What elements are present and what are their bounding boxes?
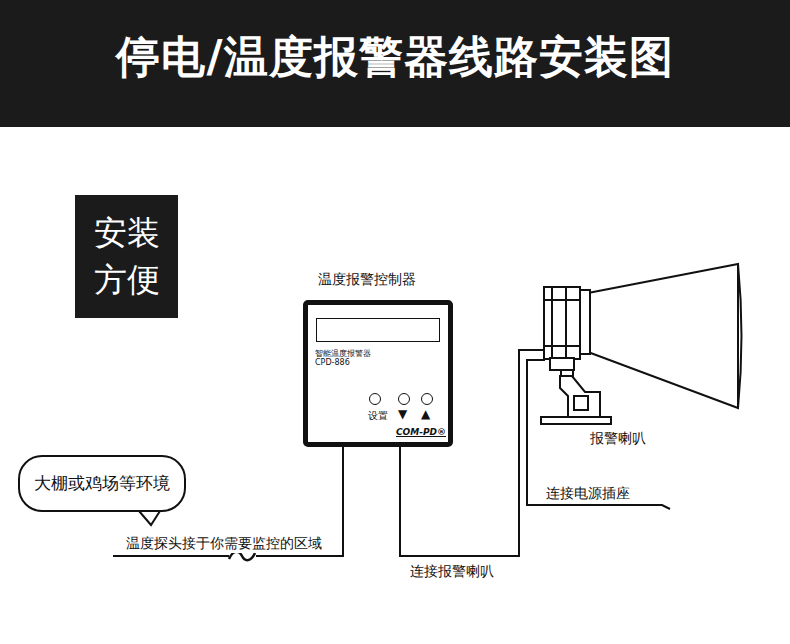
probe-wire	[113, 555, 229, 557]
controller-box: 温度报警控制器智能温度报警器CPD-886设置▼▲COM-PD®	[303, 300, 453, 447]
node-text: 报警喇叭	[590, 430, 646, 448]
environment-bubble: 大棚或鸡场等环境	[18, 455, 186, 512]
lcd-screen	[316, 318, 440, 342]
title: 停电/温度报警器线路安装图	[0, 28, 790, 87]
button-label: ▲	[421, 407, 430, 421]
controller-heading: 温度报警控制器	[318, 271, 416, 289]
button-label: ▼	[398, 407, 407, 421]
tilde-mark	[229, 552, 255, 560]
annotation: 温度探头接于你需要监控的区域	[124, 535, 324, 553]
model-number: CPD-886	[315, 358, 350, 367]
power-wire	[527, 360, 670, 509]
button	[421, 393, 433, 405]
node-text: 大棚或鸡场等环境	[34, 472, 170, 495]
feature-badge: 安装 方便	[75, 195, 178, 318]
button-label: 设置	[368, 409, 388, 423]
horn-speaker	[541, 264, 742, 424]
brand-logo: COM-PD®	[396, 427, 446, 437]
button	[369, 393, 381, 405]
annotation: 连接电源插座	[544, 485, 632, 503]
node-text: 安装 方便	[87, 210, 167, 302]
bubble-tail	[139, 511, 160, 525]
button	[398, 393, 410, 405]
model-name: 智能温度报警器	[315, 348, 371, 359]
alarm-speaker: 报警喇叭	[540, 262, 745, 452]
connector-label: 连接报警喇叭	[408, 563, 496, 581]
